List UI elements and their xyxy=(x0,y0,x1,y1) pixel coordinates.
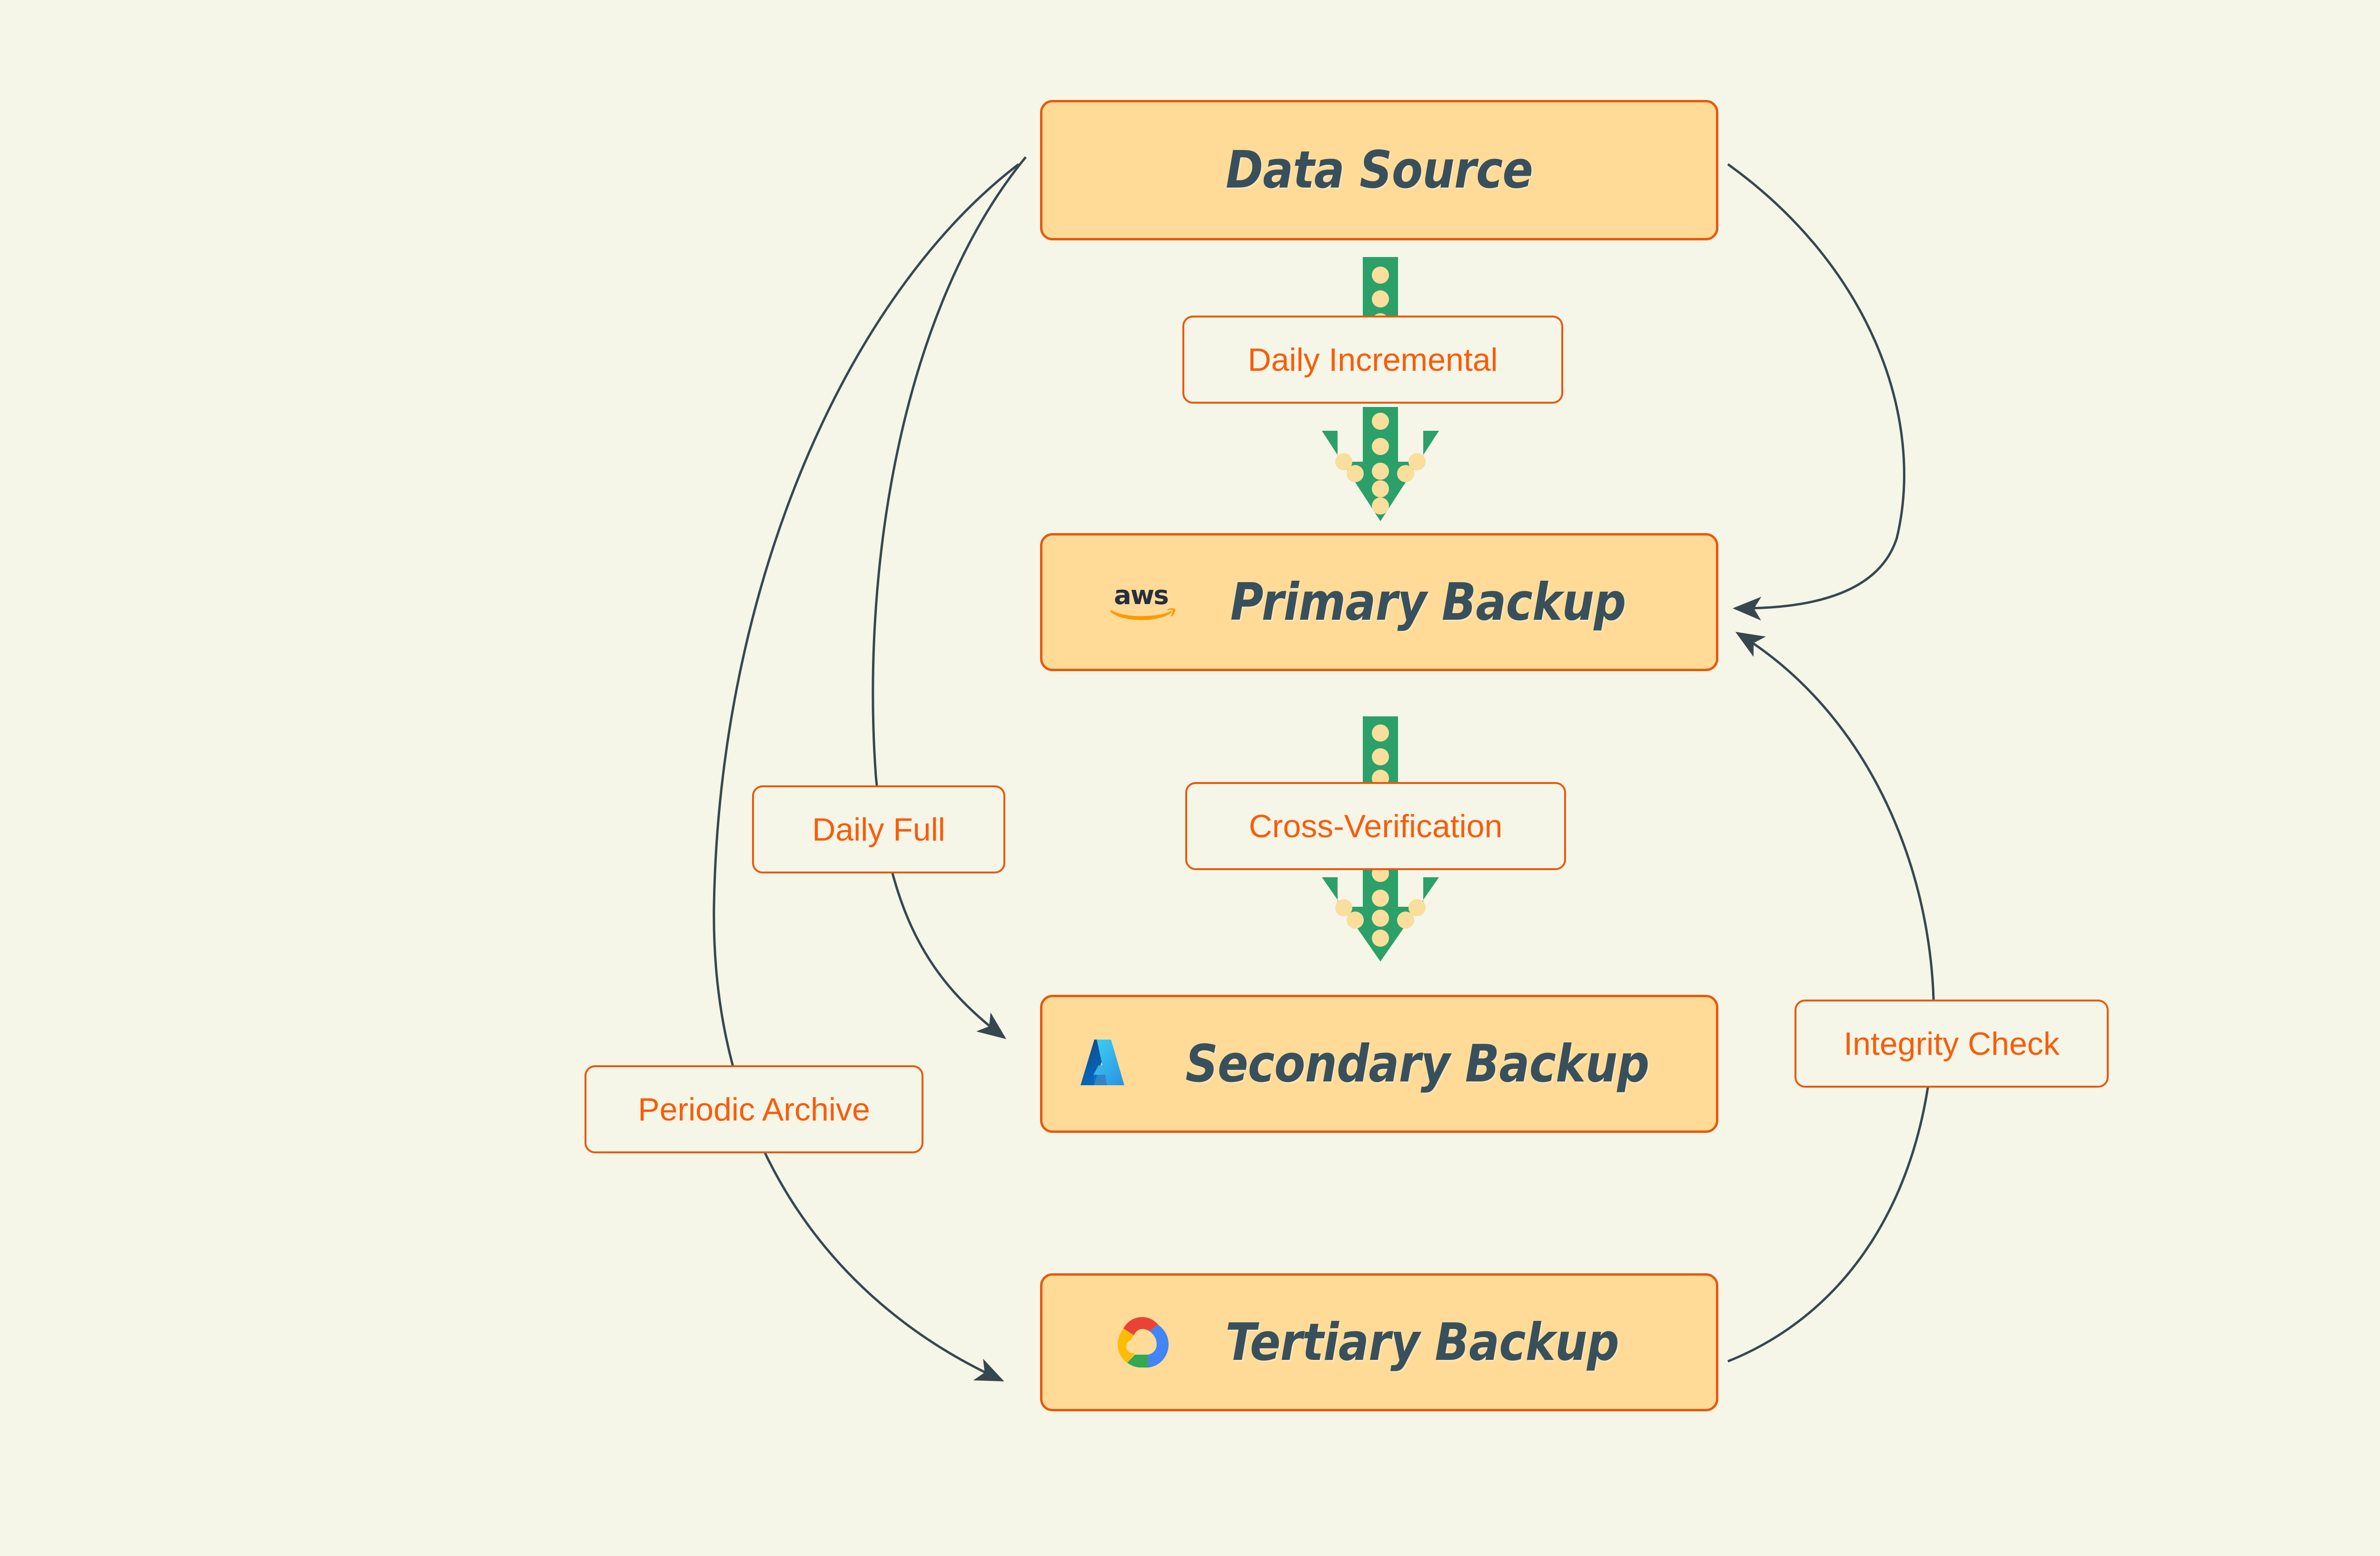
edge-label-cross-verification[interactable]: Cross-Verification xyxy=(1185,782,1566,870)
edge-label-daily-full[interactable]: Daily Full xyxy=(752,785,1005,873)
node-label-secondary-backup: Secondary Backup xyxy=(1185,1034,1649,1094)
edge-top-right-curve xyxy=(1727,163,1905,621)
edge-daily-full xyxy=(872,156,1027,1040)
node-secondary-backup[interactable]: Secondary Backup xyxy=(1040,995,1718,1133)
node-label-data-source: Data Source xyxy=(1225,140,1533,200)
node-tertiary-backup[interactable]: Tertiary Backup xyxy=(1040,1273,1718,1411)
edge-label-periodic-archive[interactable]: Periodic Archive xyxy=(585,1065,923,1153)
edge-label-integrity-check[interactable]: Integrity Check xyxy=(1795,1000,2109,1088)
node-primary-backup[interactable]: aws Primary Backup xyxy=(1040,533,1718,671)
edge-integrity-check xyxy=(1727,632,1935,1363)
google-cloud-logo xyxy=(1113,1314,1172,1370)
aws-logo: aws xyxy=(1105,579,1177,625)
edge-periodic-archive xyxy=(713,163,1020,1382)
node-label-primary-backup: Primary Backup xyxy=(1230,572,1626,632)
edge-label-daily-incremental[interactable]: Daily Incremental xyxy=(1182,316,1563,404)
node-data-source[interactable]: Data Source xyxy=(1040,100,1718,240)
svg-text:aws: aws xyxy=(1114,580,1169,610)
node-label-tertiary-backup: Tertiary Backup xyxy=(1225,1312,1619,1372)
azure-logo xyxy=(1078,1038,1127,1090)
